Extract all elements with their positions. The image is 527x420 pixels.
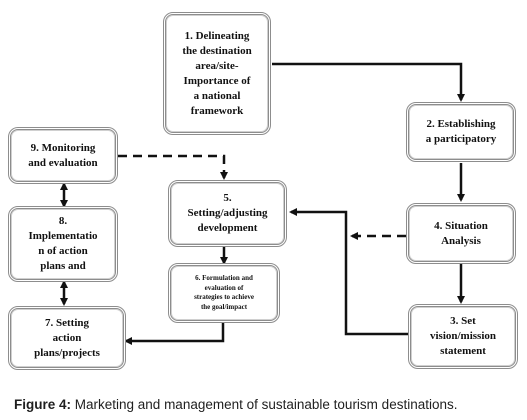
node-9-label: 9. Monitoring and evaluation — [28, 141, 98, 169]
figure-caption: Figure 4: Marketing and management of su… — [14, 397, 524, 412]
arrow-3-to-5 — [289, 208, 408, 336]
node-4-situation-analysis: 4. Situation Analysis — [406, 203, 516, 264]
node-4-label: 4. Situation Analysis — [434, 219, 488, 247]
arrow-6-to-7 — [124, 322, 225, 345]
arrow-9-to-5-dashed — [118, 154, 228, 180]
node-6-formulation: 6. Formulation and evaluation of strateg… — [168, 263, 280, 323]
caption-label: Figure 4: — [14, 397, 72, 412]
node-1-label: 1. Delineating the destination area/site… — [182, 29, 252, 117]
node-5-setting-adjusting: 5. Setting/adjusting development — [168, 180, 287, 247]
node-3-vision-mission: 3. Set vision/mission statement — [408, 304, 518, 369]
arrow-1-to-2 — [272, 62, 465, 102]
node-9-monitoring: 9. Monitoring and evaluation — [8, 127, 118, 184]
node-2-establishing: 2. Establishing a participatory — [406, 102, 516, 162]
node-5-label: 5. Setting/adjusting development — [187, 192, 268, 234]
node-6-label: 6. Formulation and evaluation of strateg… — [194, 274, 254, 311]
node-3-label: 3. Set vision/mission statement — [429, 315, 497, 357]
node-8-implementation: 8. Implementatio n of action plans and — [8, 206, 118, 282]
node-7-action-plans: 7. Setting action plans/projects — [8, 306, 126, 370]
node-1-delineating: 1. Delineating the destination area/site… — [163, 12, 271, 135]
caption-text: Marketing and management of sustainable … — [71, 397, 458, 412]
node-7-label: 7. Setting action plans/projects — [34, 316, 100, 359]
node-8-label: 8. Implementatio n of action plans and — [28, 215, 98, 272]
node-2-label: 2. Establishing a participatory — [425, 118, 497, 145]
